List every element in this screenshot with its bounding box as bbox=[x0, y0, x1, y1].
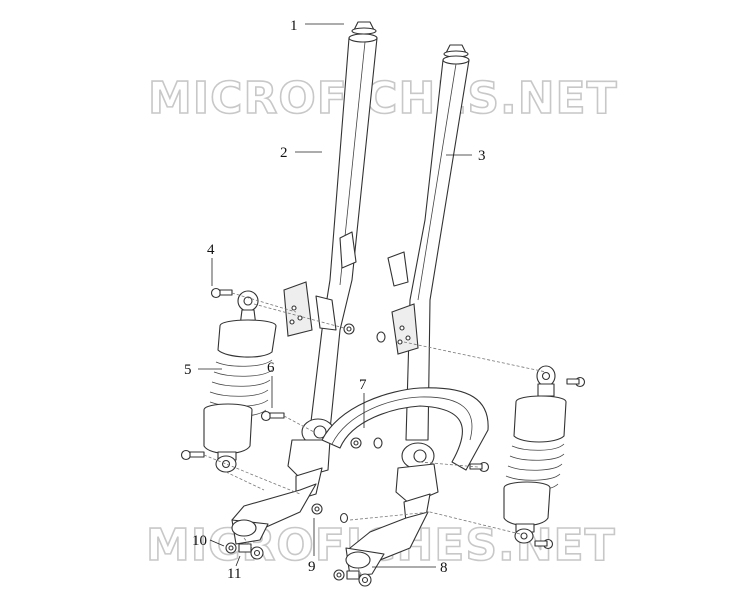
assembly-line-10 bbox=[357, 567, 363, 577]
washer-mid-center bbox=[373, 437, 383, 449]
assembly-line-4 bbox=[283, 415, 315, 433]
top-cap-left bbox=[351, 21, 377, 35]
assembly-line-6 bbox=[225, 471, 265, 491]
callout-3: 3 bbox=[478, 148, 486, 164]
watermark-top: MICROFICHES.NET bbox=[148, 73, 618, 124]
assembly-line-1 bbox=[231, 292, 297, 313]
lower-leg-right bbox=[345, 511, 429, 577]
axle-spacers-right bbox=[333, 569, 372, 587]
assembly-line-8 bbox=[349, 511, 521, 535]
washer-upper-right bbox=[376, 331, 386, 343]
leader-10 bbox=[209, 539, 225, 547]
nut-upper-left bbox=[343, 323, 355, 335]
nut-mid-center bbox=[350, 437, 362, 449]
assembly-line-9 bbox=[243, 537, 253, 549]
assembly-line-5 bbox=[203, 454, 301, 495]
callout-2: 2 bbox=[280, 145, 288, 161]
callout-7: 7 bbox=[359, 377, 367, 393]
bolt-lower-right bbox=[534, 538, 554, 550]
fork-tube-left bbox=[283, 33, 378, 501]
shock-absorber-right bbox=[503, 365, 567, 544]
bolt-upper-left bbox=[210, 287, 233, 299]
lower-leg-left bbox=[231, 483, 317, 545]
callout-5: 5 bbox=[184, 362, 192, 378]
axle-spacers-left bbox=[225, 542, 264, 560]
callout-10: 10 bbox=[192, 533, 207, 549]
nut-lower-center bbox=[311, 503, 323, 515]
callout-9: 9 bbox=[308, 559, 316, 575]
shock-absorber-left bbox=[203, 290, 277, 473]
bolt-mid-right bbox=[469, 461, 490, 473]
bolt-mid-left bbox=[260, 410, 285, 422]
assembly-line-3 bbox=[403, 341, 547, 373]
washer-lower-center bbox=[339, 512, 349, 524]
callout-1: 1 bbox=[290, 18, 298, 34]
top-cap-right bbox=[443, 44, 469, 58]
callout-8: 8 bbox=[440, 560, 448, 576]
assembly-line-2 bbox=[253, 303, 345, 329]
callout-4: 4 bbox=[207, 242, 215, 258]
callout-11: 11 bbox=[227, 566, 241, 582]
leader-11 bbox=[235, 555, 241, 567]
fork-brace bbox=[321, 387, 489, 471]
callout-6: 6 bbox=[267, 360, 275, 376]
bolt-lower-left bbox=[180, 449, 205, 461]
bolt-upper-right bbox=[566, 376, 586, 388]
